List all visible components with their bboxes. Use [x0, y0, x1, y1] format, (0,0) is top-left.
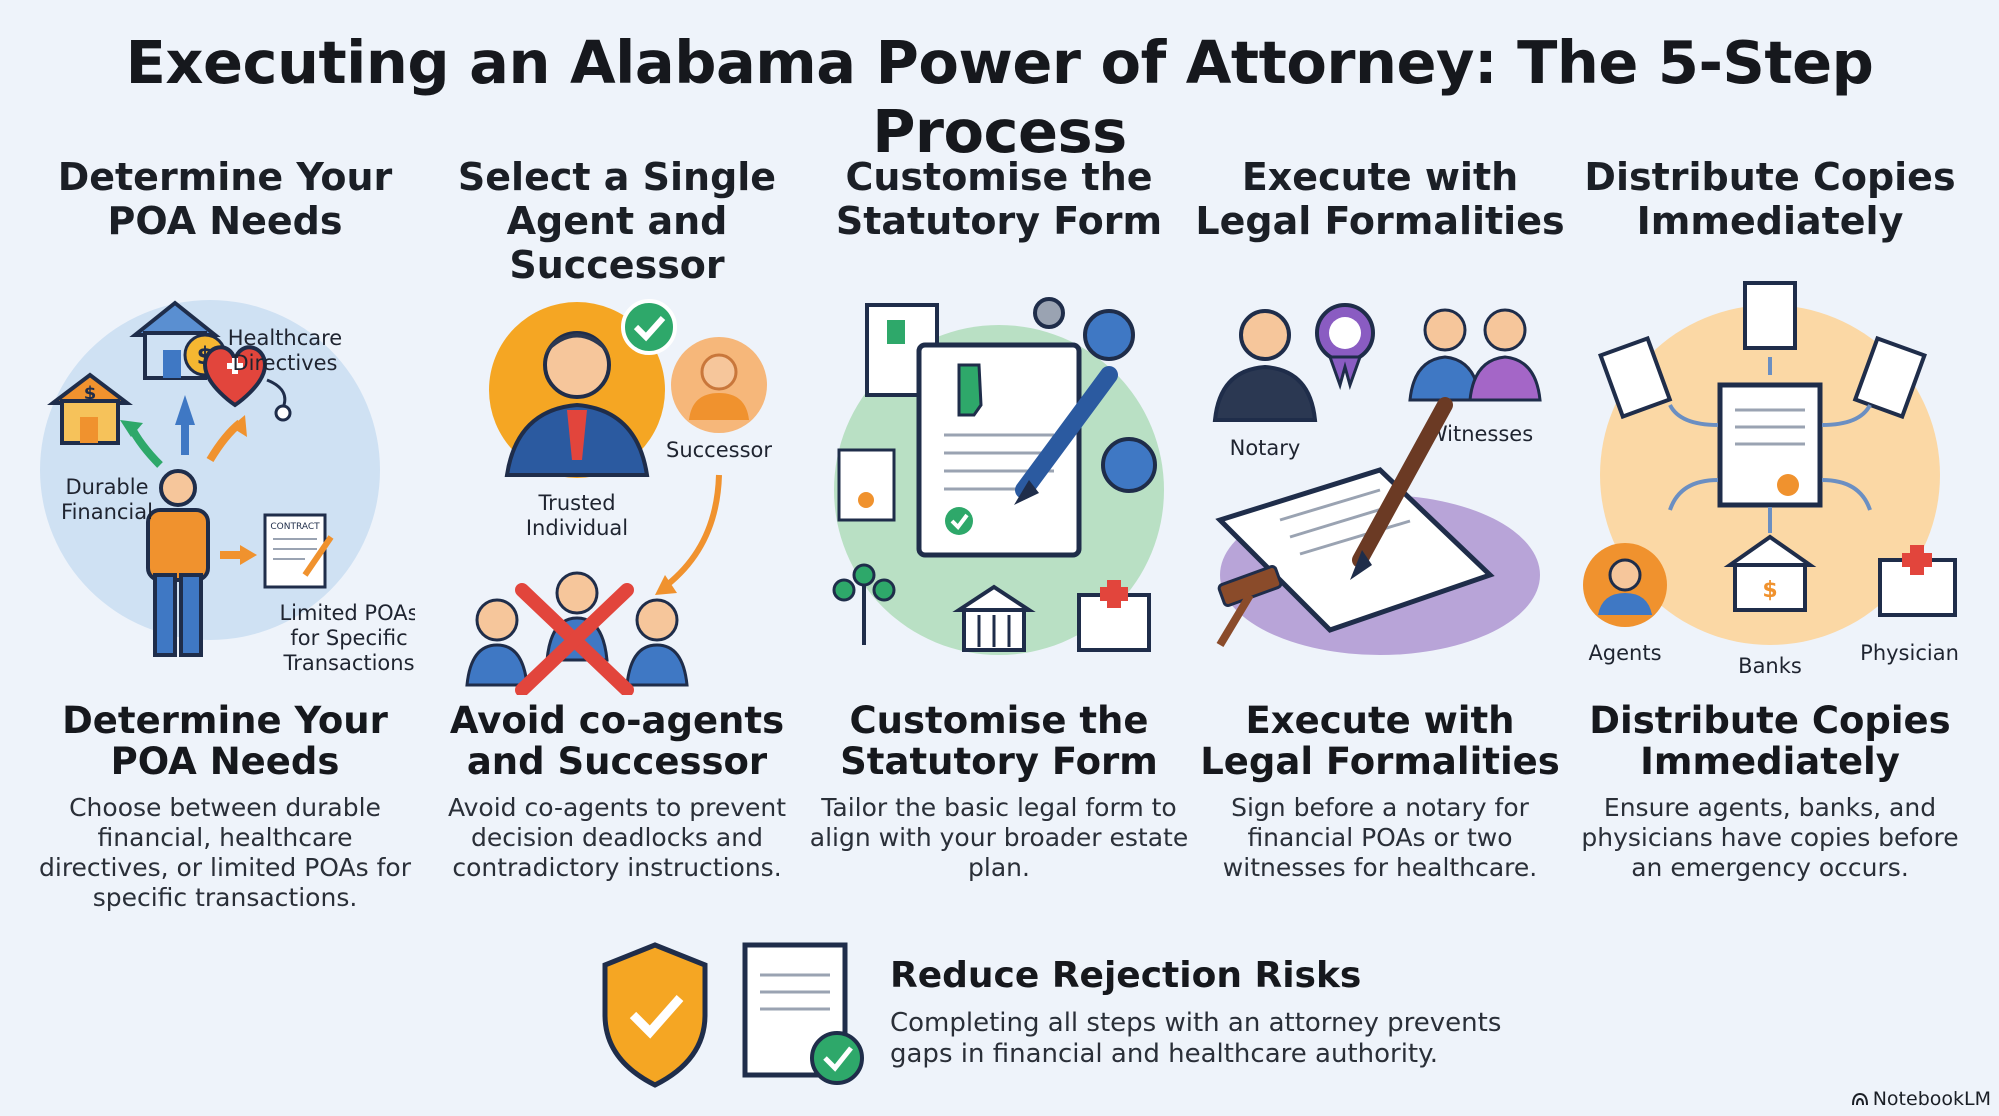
svg-text:CONTRACT: CONTRACT: [270, 522, 320, 532]
step-4-description: Sign before a notary for financial POAs …: [1222, 793, 1538, 882]
gavel-icon: [1216, 565, 1283, 648]
brand-logo: NotebookLM: [1851, 1088, 1991, 1110]
footer-icons: [602, 942, 864, 1088]
step-5-title: Distribute Copies Immediately: [1589, 699, 1951, 783]
statutory-form-document-icon: [916, 342, 1082, 558]
statutory-form-illustration: [832, 297, 1164, 655]
approved-document-icon: [742, 942, 864, 1085]
step-2-title: Avoid co-agents and Successor: [449, 699, 785, 783]
step-1-heading: Determine Your POA Needs: [57, 155, 393, 243]
svg-text:Successor: Successor: [666, 438, 772, 462]
master-document-icon: [1717, 382, 1823, 508]
successor-icon: [671, 337, 767, 433]
svg-text:Healthcare: Healthcare: [228, 326, 342, 350]
svg-text:Financial: Financial: [61, 500, 153, 524]
step-3: Customise the Statutory Form: [809, 0, 1189, 930]
agent-icon: [1583, 543, 1667, 627]
svg-text:Limited POAs: Limited POAs: [279, 601, 415, 625]
bank-building-icon: [952, 584, 1036, 652]
distribution-arrows-icon: [1668, 357, 1872, 533]
step-5: Distribute Copies Immediately: [1580, 0, 1960, 930]
hospital-icon: [1077, 580, 1151, 652]
step-2-description: Avoid co-agents to prevent decision dead…: [447, 793, 787, 882]
signed-document-icon: [1215, 467, 1495, 633]
svg-text:Witnesses: Witnesses: [1427, 422, 1533, 446]
footer-title: Reduce Rejection Risks: [890, 955, 1362, 996]
hospital-icon: [1878, 545, 1957, 617]
financial-house-icon: $: [47, 372, 133, 445]
svg-text:Banks: Banks: [1738, 654, 1802, 678]
step-3-title: Customise the Statutory Form: [840, 699, 1158, 783]
bank-icon: $: [1723, 534, 1817, 612]
check-circle-icon: [621, 299, 677, 355]
step-3-heading: Customise the Statutory Form: [835, 155, 1163, 243]
step-5-heading: Distribute Copies Immediately: [1584, 155, 1956, 243]
svg-text:Trusted: Trusted: [537, 491, 615, 515]
svg-text:Transactions: Transactions: [282, 651, 414, 675]
distribute-copies-illustration: $ Agents Banks Physicians: [1583, 281, 1960, 678]
legal-formalities-illustration: Notary Witnesses: [1212, 303, 1542, 655]
svg-text:Directives: Directives: [233, 351, 338, 375]
svg-text:Notary: Notary: [1230, 436, 1301, 460]
step-1: Determine Your POA Needs $ $: [35, 0, 415, 930]
svg-text:for Specific: for Specific: [290, 626, 407, 650]
svg-text:Agents: Agents: [1588, 641, 1661, 665]
fountain-pen-icon: [1350, 397, 1453, 580]
svg-text:$: $: [1762, 578, 1777, 603]
gear-icon: [1033, 297, 1157, 493]
step-2: Select a Single Agent and Successor Trus…: [427, 0, 807, 930]
step-5-description: Ensure agents, banks, and physicians hav…: [1581, 793, 1959, 882]
certificate-icon: [837, 448, 896, 522]
poa-needs-illustration: $ $: [40, 300, 415, 675]
svg-text:Physicians: Physicians: [1860, 641, 1960, 665]
seal-icon: [1315, 303, 1375, 390]
heart-stethoscope-icon: [202, 345, 292, 422]
agent-successor-illustration: Trusted Individual Successor: [465, 299, 772, 695]
notary-icon: [1212, 309, 1318, 422]
person-icon: [146, 469, 210, 657]
svg-text:Durable: Durable: [65, 475, 148, 499]
step-1-description: Choose between durable financial, health…: [39, 793, 411, 912]
step-4-title: Execute with Legal Formalities: [1200, 699, 1560, 783]
family-tree-icon: [832, 563, 896, 645]
svg-text:$: $: [84, 383, 97, 404]
contract-document-icon: CONTRACT: [263, 513, 334, 589]
step-4-heading: Execute with Legal Formalities: [1195, 155, 1565, 243]
page-title: Executing an Alabama Power of Attorney: …: [125, 28, 1874, 166]
trusted-agent-icon: [489, 302, 665, 478]
shield-check-icon: [602, 942, 708, 1088]
brand-name: NotebookLM: [1872, 1088, 1991, 1110]
step-4: Execute with Legal Formalities Notary Wi…: [1190, 0, 1570, 930]
witnesses-icon: [1408, 308, 1542, 402]
step-2-heading: Select a Single Agent and Successor: [457, 155, 777, 287]
step-3-description: Tailor the basic legal form to align wit…: [809, 793, 1189, 882]
svg-text:Individual: Individual: [526, 516, 628, 540]
notebooklm-icon: [1851, 1092, 1868, 1106]
pen-icon: [1014, 366, 1118, 505]
footer-text: Completing all steps with an attorney pr…: [890, 1008, 1502, 1069]
cross-icon: [515, 583, 634, 695]
step-1-title: Determine Your POA Needs: [62, 699, 388, 783]
copy-document-icon: [1597, 281, 1928, 420]
